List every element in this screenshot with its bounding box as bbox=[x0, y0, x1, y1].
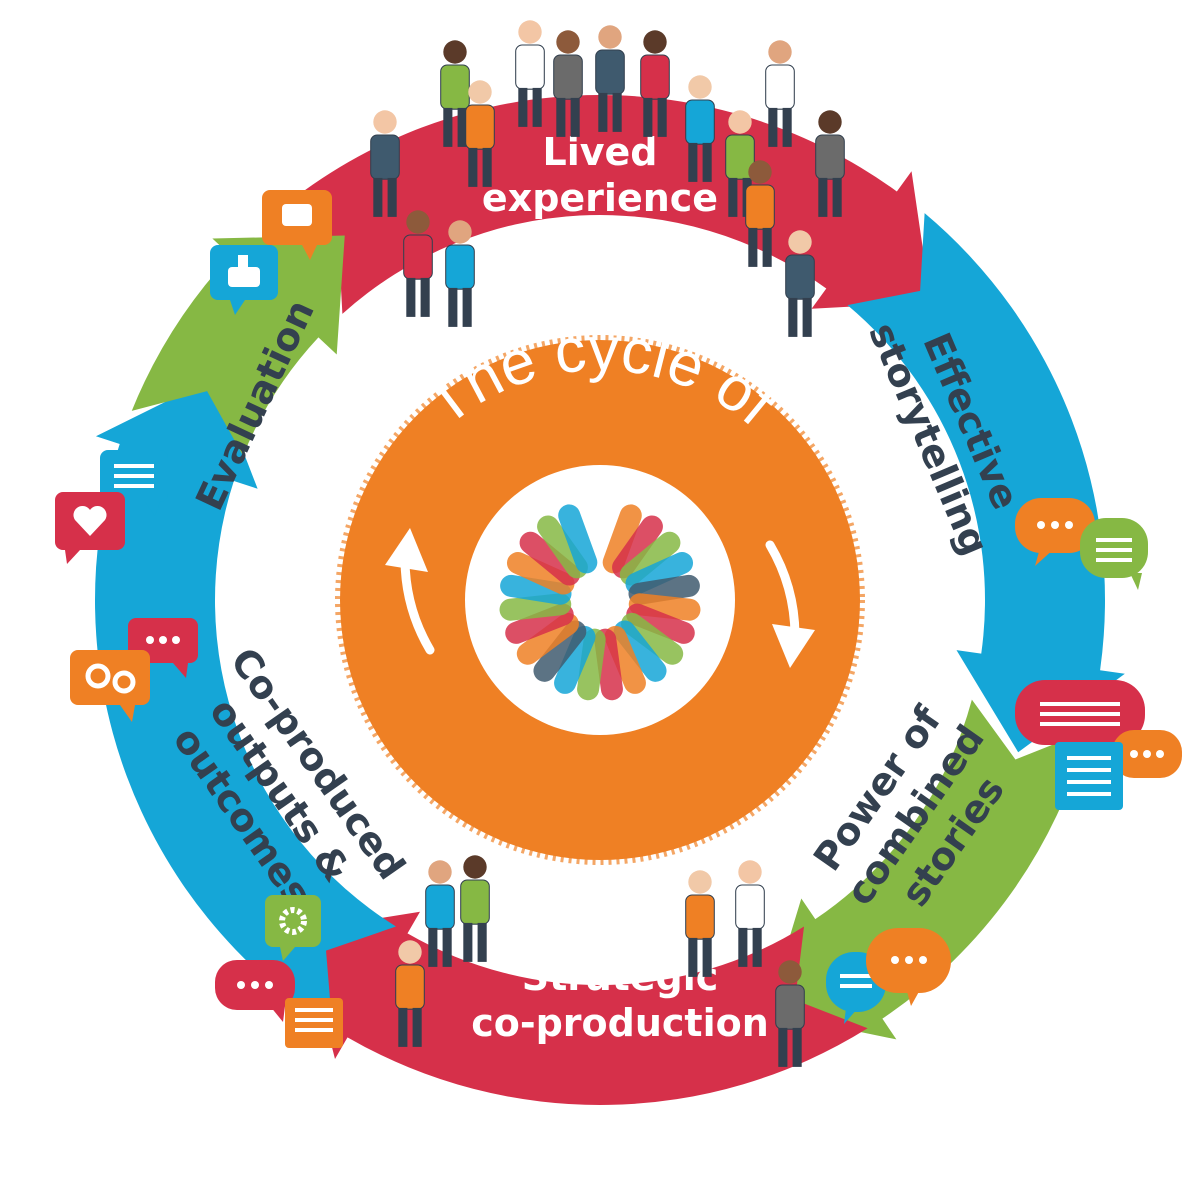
coproduction-c-logo bbox=[499, 504, 701, 701]
segment-arrow-outputs bbox=[95, 377, 396, 1029]
ellipsis-bubble-icon bbox=[1015, 498, 1095, 566]
person-figure bbox=[395, 940, 425, 1047]
logo-pill bbox=[519, 531, 581, 586]
logo-pill bbox=[621, 612, 684, 665]
center-badge: The cycle of co-production bbox=[335, 315, 865, 928]
text-bubble-icon bbox=[1080, 518, 1148, 590]
person-figure bbox=[735, 860, 765, 967]
person-figure bbox=[553, 30, 583, 137]
segment-label-line: Lived bbox=[543, 130, 658, 174]
people-group-bottom-left bbox=[395, 855, 490, 1047]
person-figure bbox=[685, 75, 715, 182]
person-figure bbox=[370, 110, 400, 217]
ellipsis-bubble-icon bbox=[866, 928, 951, 1006]
center-ring-rough-edge bbox=[335, 335, 865, 865]
ellipsis-bubble-icon bbox=[215, 960, 295, 1022]
gear-bubble-icon bbox=[265, 895, 321, 961]
logo-pill bbox=[558, 504, 598, 574]
segment-arrow-lived bbox=[262, 95, 931, 314]
person-figure bbox=[640, 30, 670, 137]
person-figure bbox=[595, 25, 625, 132]
person-figure bbox=[785, 230, 815, 337]
person-figure bbox=[515, 20, 545, 127]
logo-pill bbox=[612, 515, 663, 579]
person-figure bbox=[815, 110, 845, 217]
logo-pill bbox=[626, 603, 695, 644]
person-figure bbox=[460, 855, 490, 962]
person-figure bbox=[440, 40, 470, 147]
logo-pill bbox=[602, 504, 642, 574]
people-group-top bbox=[370, 20, 845, 337]
logo-pill bbox=[533, 620, 587, 682]
cycle-ring bbox=[95, 95, 1125, 1105]
person-figure bbox=[445, 220, 475, 327]
gears-bubble-icon bbox=[70, 650, 150, 722]
cycle-arrow-right-icon bbox=[765, 540, 815, 668]
segment-label-line: co-production bbox=[471, 1001, 769, 1045]
cycle-arrow-left-icon bbox=[385, 528, 435, 655]
person-figure bbox=[745, 160, 775, 267]
person-figure bbox=[403, 210, 433, 317]
segment-arrow-evaluation bbox=[131, 235, 345, 456]
document-icon bbox=[1055, 742, 1123, 810]
person-figure bbox=[425, 860, 455, 967]
thumbs-down-bubble-icon bbox=[262, 190, 332, 260]
thumbs-up-bubble-icon bbox=[210, 245, 278, 315]
logo-pill bbox=[619, 531, 681, 586]
segment-label-line: experience bbox=[482, 176, 718, 220]
heart-bubble-icon bbox=[55, 492, 125, 564]
person-figure bbox=[685, 870, 715, 977]
segment-label-line: Strategic bbox=[522, 955, 719, 999]
person-figure bbox=[775, 960, 805, 1067]
logo-pill bbox=[506, 551, 575, 595]
ellipsis-bubble-icon bbox=[1112, 730, 1182, 778]
document-icon bbox=[285, 998, 343, 1048]
text-bubble-icon bbox=[100, 450, 168, 516]
person-figure bbox=[465, 80, 495, 187]
segment-arrow-storytelling bbox=[847, 213, 1125, 753]
person-figure bbox=[765, 40, 795, 147]
logo-pill bbox=[554, 625, 596, 694]
people-group-bottom-right bbox=[685, 860, 805, 1067]
